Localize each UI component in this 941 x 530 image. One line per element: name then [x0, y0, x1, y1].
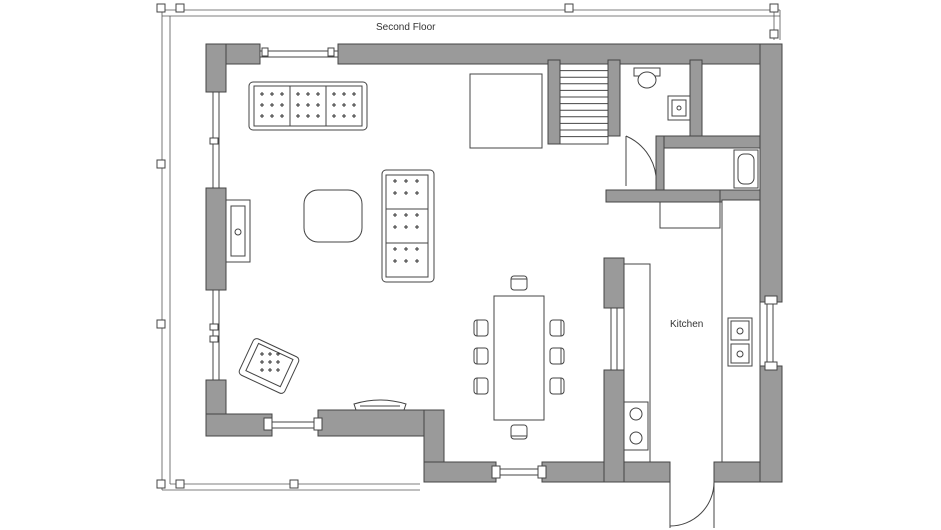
dining-chair [473, 319, 489, 337]
bathroom-door [625, 135, 657, 186]
storage-closet [701, 63, 761, 137]
outer-boundary [156, 3, 781, 491]
bathtub [733, 149, 759, 189]
kitchen-sink [727, 317, 753, 367]
staircase [559, 63, 609, 145]
void-square [469, 73, 543, 149]
dining-chair [473, 377, 489, 395]
dining-chair [510, 424, 528, 440]
dining-chairs [473, 275, 565, 440]
window-seat-sink [225, 199, 251, 263]
bathroom-sink [667, 95, 691, 121]
second-floor-label: Second Floor [376, 22, 436, 33]
side-sofa [381, 169, 435, 283]
armchair [238, 338, 300, 394]
dining-chair [549, 377, 565, 395]
coffee-table [303, 189, 363, 243]
fireplace [353, 399, 407, 411]
dining-chair [549, 319, 565, 337]
dining-chair [473, 347, 489, 365]
stove [623, 401, 649, 451]
dining-chair [549, 347, 565, 365]
toilet [633, 67, 661, 89]
entry-door [669, 481, 715, 528]
dining-chair [510, 275, 528, 291]
kitchen-label: Kitchen [670, 319, 703, 330]
windows [209, 47, 778, 479]
walls [205, 43, 783, 483]
dining-table [493, 295, 545, 421]
cushion-marks [260, 92, 419, 372]
